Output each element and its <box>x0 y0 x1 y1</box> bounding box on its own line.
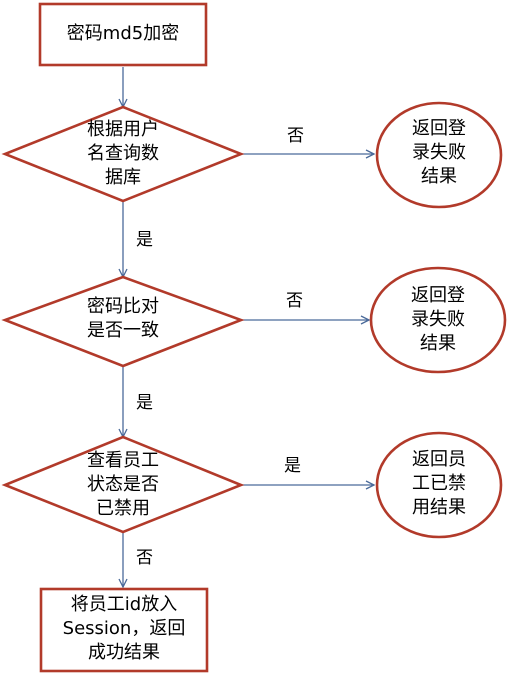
end-box-line-2: Session，返回 <box>62 618 186 639</box>
result-1-line-2: 录失败 <box>412 142 466 163</box>
decision-1-text: 根据用户 名查询数 据库 <box>53 118 193 190</box>
decision-2-text: 密码比对 是否一致 <box>53 295 193 343</box>
result-2-ellipse <box>369 266 507 374</box>
start-process-box <box>38 2 208 67</box>
decision-2-no-label: 否 <box>286 291 303 311</box>
decision-2-yes-label: 是 <box>136 393 153 413</box>
end-box-text: 将员工id放入 Session，返回 成功结果 <box>41 593 207 665</box>
decision-3-diamond <box>1 435 245 534</box>
end-box-line-3: 成功结果 <box>88 642 160 663</box>
result-1-ellipse <box>375 101 503 209</box>
result-2-line-1: 返回登 <box>411 285 465 306</box>
result-2-text: 返回登 录失败 结果 <box>383 284 493 356</box>
result-1-line-3: 结果 <box>421 166 457 187</box>
result-3-line-1: 返回员 <box>412 449 466 470</box>
result-1-text: 返回登 录失败 结果 <box>384 117 494 189</box>
decision-1-line-1: 根据用户 <box>87 119 159 140</box>
decision-2-line-1: 密码比对 <box>87 296 159 317</box>
start-box-text: 密码md5加密 <box>66 23 180 44</box>
result-3-line-3: 用结果 <box>412 497 466 518</box>
decision-3-text: 查看员工 状态是否 已禁用 <box>53 449 193 521</box>
result-3-ellipse <box>375 431 503 539</box>
decision-3-line-2: 状态是否 <box>87 474 159 495</box>
decision-1-no-label: 否 <box>287 126 304 146</box>
decision-3-line-3: 已禁用 <box>96 498 150 519</box>
result-2-line-2: 录失败 <box>411 309 465 330</box>
decision-3-line-1: 查看员工 <box>87 450 159 471</box>
decision-2-line-2: 是否一致 <box>87 320 159 341</box>
decision-3-yes-label: 是 <box>284 456 301 476</box>
decision-1-line-2: 名查询数 <box>87 143 159 164</box>
end-box-line-1: 将员工id放入 <box>70 594 178 615</box>
result-1-line-1: 返回登 <box>412 118 466 139</box>
result-3-text: 返回员 工已禁 用结果 <box>384 448 494 520</box>
decision-2-diamond <box>1 275 245 368</box>
decision-3-no-label: 否 <box>136 548 153 568</box>
end-process-box <box>39 587 209 673</box>
decision-1-yes-label: 是 <box>136 230 153 250</box>
decision-1-line-3: 据库 <box>105 167 141 188</box>
result-3-line-2: 工已禁 <box>412 473 466 494</box>
decision-1-diamond <box>1 105 245 203</box>
result-2-line-3: 结果 <box>420 333 456 354</box>
